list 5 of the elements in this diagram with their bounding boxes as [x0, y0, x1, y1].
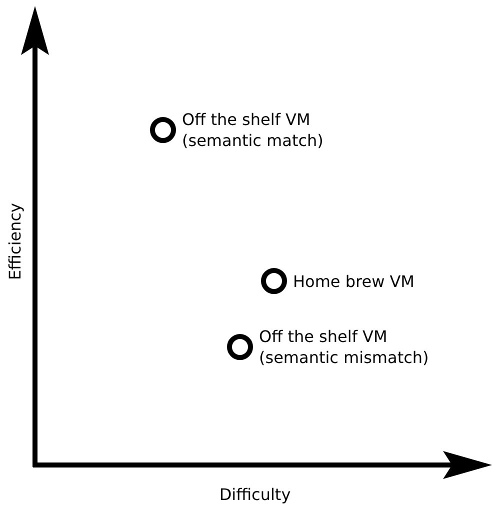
x-axis-label: Difficulty: [218, 485, 292, 504]
point-label: Home brew VM: [293, 270, 416, 292]
point-label: Off the shelf VM (semantic match): [182, 109, 324, 151]
y-axis-label: Efficiency: [6, 202, 24, 282]
point-label: Off the shelf VM (semantic mismatch): [259, 326, 430, 368]
